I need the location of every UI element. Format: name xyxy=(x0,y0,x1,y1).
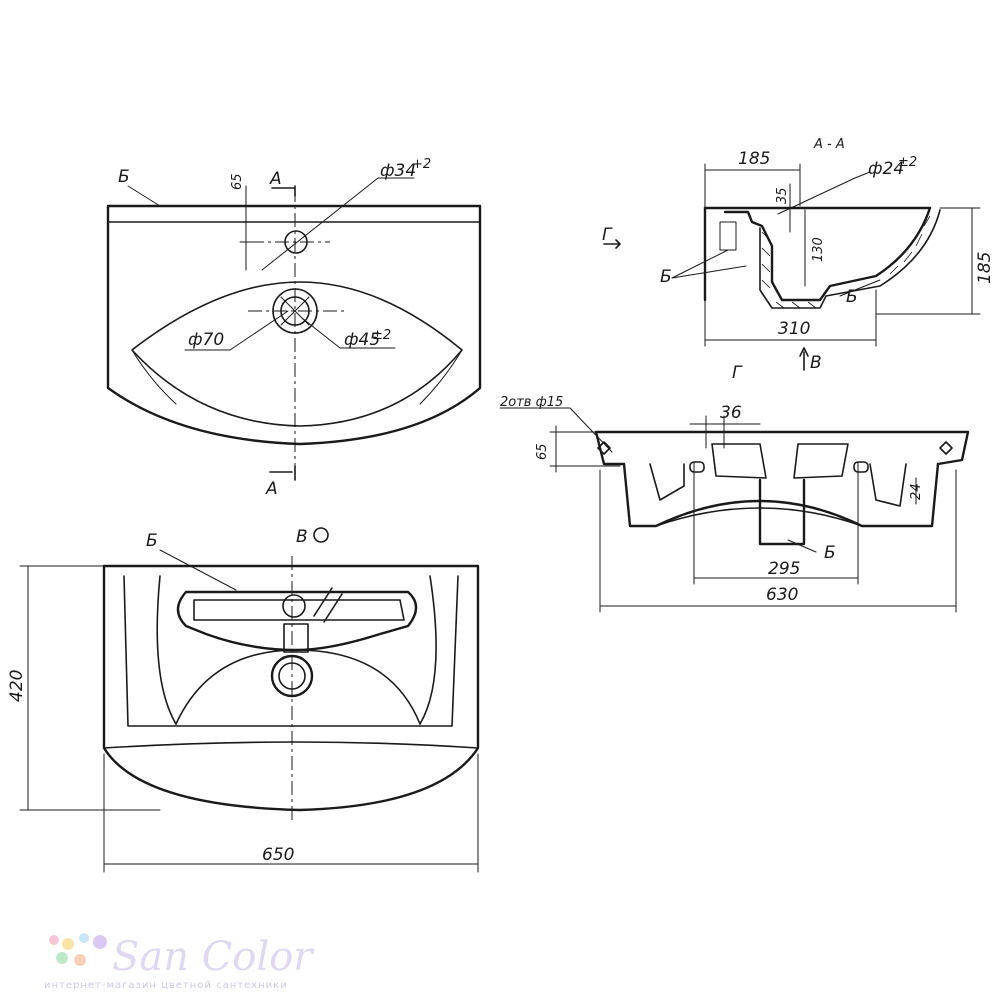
top-view xyxy=(106,177,482,481)
section-aa-body xyxy=(703,206,932,302)
section-aa-label-b-right: Б xyxy=(846,287,858,307)
view-g-label-b: Б xyxy=(824,543,836,563)
logo-dot xyxy=(74,954,86,966)
top-view-outline xyxy=(106,204,482,446)
view-g-marker: Г xyxy=(602,225,613,245)
view-g-holes-note: 2отв ф15 xyxy=(500,395,563,410)
top-view-label-b: Б xyxy=(118,167,130,187)
view-g xyxy=(499,407,970,613)
top-view-bowl xyxy=(131,281,463,427)
section-aa-dim-185-side: 185 xyxy=(975,252,995,284)
view-v-dim-420: 420 xyxy=(7,670,27,702)
view-g-dim-36: 36 xyxy=(720,403,742,423)
view-v-label-b: Б xyxy=(146,531,158,551)
view-v xyxy=(19,527,480,873)
view-g-dim-295: 295 xyxy=(768,559,800,579)
section-aa-inner xyxy=(759,209,941,309)
section-aa-label-b-left: Б xyxy=(660,267,672,287)
section-aa-view xyxy=(603,163,981,371)
view-g-dim-24: 24 xyxy=(909,483,924,500)
section-aa-dim-overflow-tol: ±2 xyxy=(898,155,917,170)
section-aa-dim-overflow: ф24 xyxy=(868,159,904,179)
view-g-rim xyxy=(594,430,970,466)
sancolor-logo: San Color интернет-магазин цветной санте… xyxy=(44,933,315,991)
top-view-dim-tap-hole-tol: +2 xyxy=(412,157,431,172)
logo-dot xyxy=(49,935,59,945)
top-view-dim-drain: ф70 xyxy=(188,330,224,350)
logo-dot xyxy=(79,933,89,943)
logo-tagline: интернет-магазин цветной сантехники xyxy=(44,980,288,991)
section-aa-title: А - А xyxy=(813,137,845,152)
view-g-dim-65: 65 xyxy=(535,443,550,460)
section-mark-bottom: А xyxy=(265,479,278,499)
logo-name: San Color xyxy=(112,934,315,980)
logo-dot xyxy=(93,935,107,949)
view-v-outline xyxy=(102,564,480,812)
section-mark-top: А xyxy=(269,169,282,189)
logo-dot xyxy=(62,938,74,950)
view-g-dim-630: 630 xyxy=(766,585,798,605)
section-aa-dim-310: 310 xyxy=(778,319,810,339)
top-view-dim-65: 65 xyxy=(230,173,245,190)
top-view-dim-drain-inner-tol: ±2 xyxy=(372,328,391,343)
view-v-title: В xyxy=(296,527,308,547)
section-aa-dim-185-top: 185 xyxy=(738,149,770,169)
view-g-body xyxy=(622,462,940,528)
view-v-dim-650: 650 xyxy=(262,845,294,865)
view-g-marker-bottom: Г xyxy=(732,363,743,383)
top-view-dim-drain-inner: ф45 xyxy=(344,330,380,350)
view-v-marker: В xyxy=(810,353,822,373)
logo-dot xyxy=(56,952,68,964)
section-aa-dim-130: 130 xyxy=(811,237,826,262)
section-aa-dim-35: 35 xyxy=(775,187,790,204)
top-view-dim-tap-hole: ф34 xyxy=(380,161,416,181)
